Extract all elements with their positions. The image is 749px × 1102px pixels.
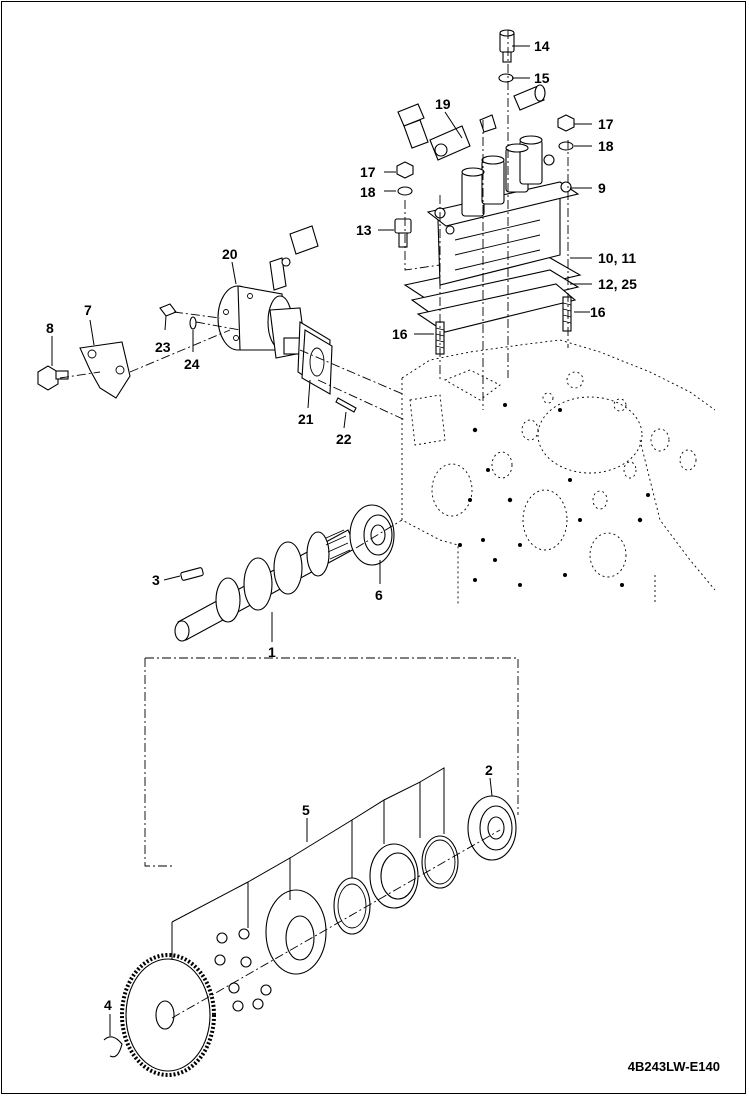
engine-block <box>401 339 716 605</box>
bearing-2 <box>467 795 517 861</box>
callout-4: 4 <box>104 997 112 1013</box>
washer-24 <box>189 316 197 330</box>
callout-labels: 14 15 19 17 18 17 18 9 13 10, 11 12, 25 … <box>46 38 720 1074</box>
spacer-balls <box>214 928 272 1012</box>
callout-17-right: 17 <box>598 116 614 132</box>
callout-22: 22 <box>336 431 352 447</box>
circlip-4 <box>103 1036 123 1058</box>
banjo-fitting-19 <box>397 84 546 161</box>
callout-6: 6 <box>375 587 383 603</box>
bolt-13 <box>394 218 412 248</box>
callout-9: 9 <box>598 180 606 196</box>
camshaft-1 <box>174 529 357 642</box>
callout-5: 5 <box>302 802 310 818</box>
callout-8: 8 <box>46 320 54 336</box>
gasket-21 <box>301 329 333 395</box>
drive-gear <box>120 953 216 1077</box>
callout-21: 21 <box>298 411 314 427</box>
bolt-14 <box>499 29 515 63</box>
callout-15: 15 <box>534 70 550 86</box>
callout-20: 20 <box>222 246 238 262</box>
thrust-plate <box>265 889 327 975</box>
callout-7: 7 <box>84 302 92 318</box>
nut-17-left <box>396 161 414 179</box>
washer-18-right <box>558 141 574 151</box>
callout-13: 13 <box>356 222 372 238</box>
retaining-ring <box>333 877 371 935</box>
callout-12-25: 12, 25 <box>598 276 637 292</box>
callout-16-right: 16 <box>590 304 606 320</box>
nut-23 <box>159 303 177 317</box>
nut-17-right <box>557 114 575 132</box>
callout-17-left: 17 <box>360 164 376 180</box>
o-ring-outer <box>421 835 459 889</box>
assembly-lines <box>59 30 569 1019</box>
collar <box>369 843 419 909</box>
stud-22 <box>335 397 357 413</box>
callout-24: 24 <box>184 356 200 372</box>
callout-2: 2 <box>485 762 493 778</box>
callout-1: 1 <box>268 644 276 660</box>
callout-3: 3 <box>152 572 160 588</box>
callout-16-left: 16 <box>392 326 408 342</box>
bearing-6 <box>349 504 395 566</box>
callout-18-right: 18 <box>598 138 614 154</box>
callout-19: 19 <box>435 96 451 112</box>
callout-14: 14 <box>534 38 550 54</box>
drawing-code: 4B243LW-E140 <box>628 1059 720 1074</box>
retaining-ring-inner <box>337 883 367 929</box>
callout-10-11: 10, 11 <box>598 250 636 266</box>
bolt-8 <box>37 365 69 391</box>
key-3 <box>180 567 204 581</box>
washer-15 <box>498 73 514 83</box>
stud-16-right <box>562 296 572 332</box>
washer-18-left <box>397 186 413 196</box>
callout-18-left: 18 <box>360 184 376 200</box>
o-ring-inner <box>424 839 456 885</box>
leader-lines <box>51 45 592 1036</box>
callout-23: 23 <box>155 339 171 355</box>
cover-plate-7 <box>79 341 131 399</box>
injection-pump <box>403 135 582 333</box>
